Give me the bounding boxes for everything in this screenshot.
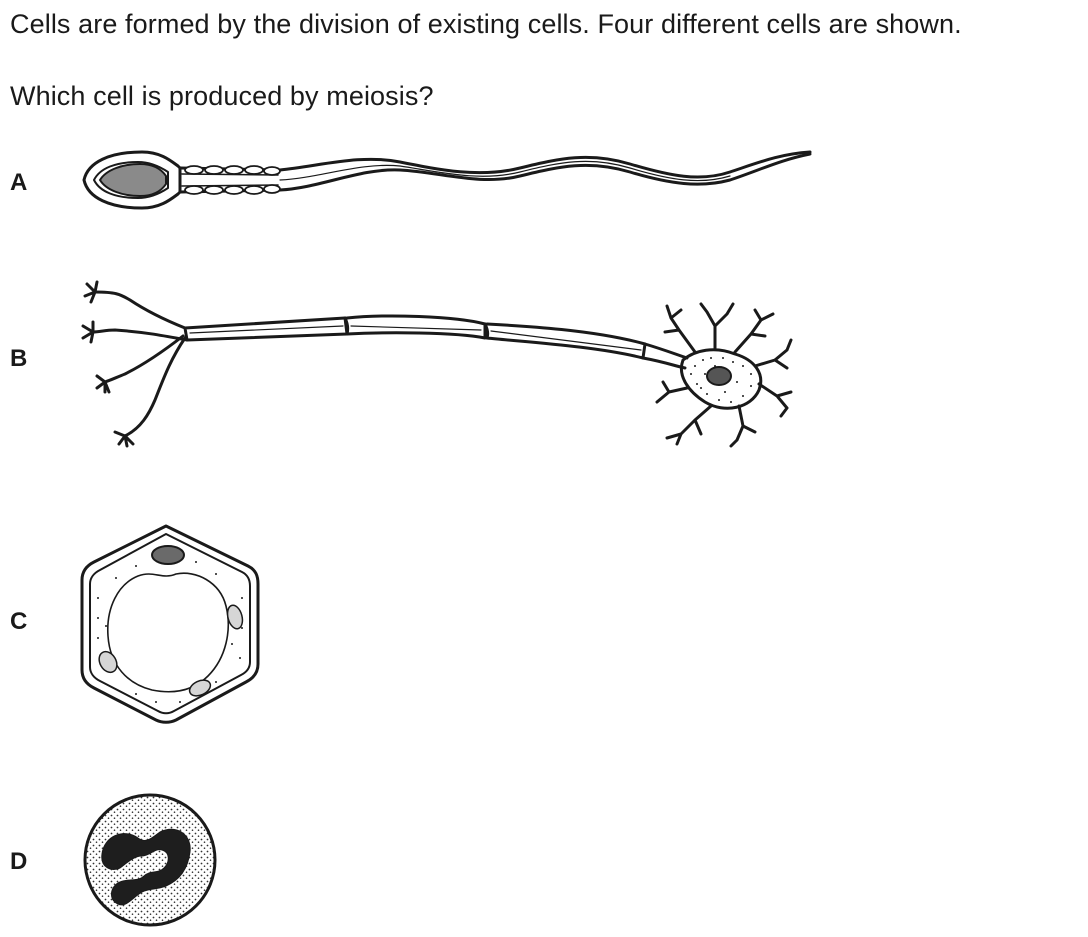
sperm-cell-icon	[82, 150, 812, 210]
option-b-letter[interactable]: B	[10, 345, 28, 372]
plant-cell-icon	[80, 524, 260, 724]
option-d-letter[interactable]: D	[10, 848, 28, 875]
question-intro: Cells are formed by the division of exis…	[10, 9, 962, 39]
option-c-letter[interactable]: C	[10, 608, 28, 635]
nerve-cell-icon	[81, 280, 793, 448]
option-a-letter[interactable]: A	[10, 169, 28, 196]
question-prompt: Which cell is produced by meiosis?	[10, 81, 434, 111]
white-blood-cell-icon	[83, 793, 217, 927]
